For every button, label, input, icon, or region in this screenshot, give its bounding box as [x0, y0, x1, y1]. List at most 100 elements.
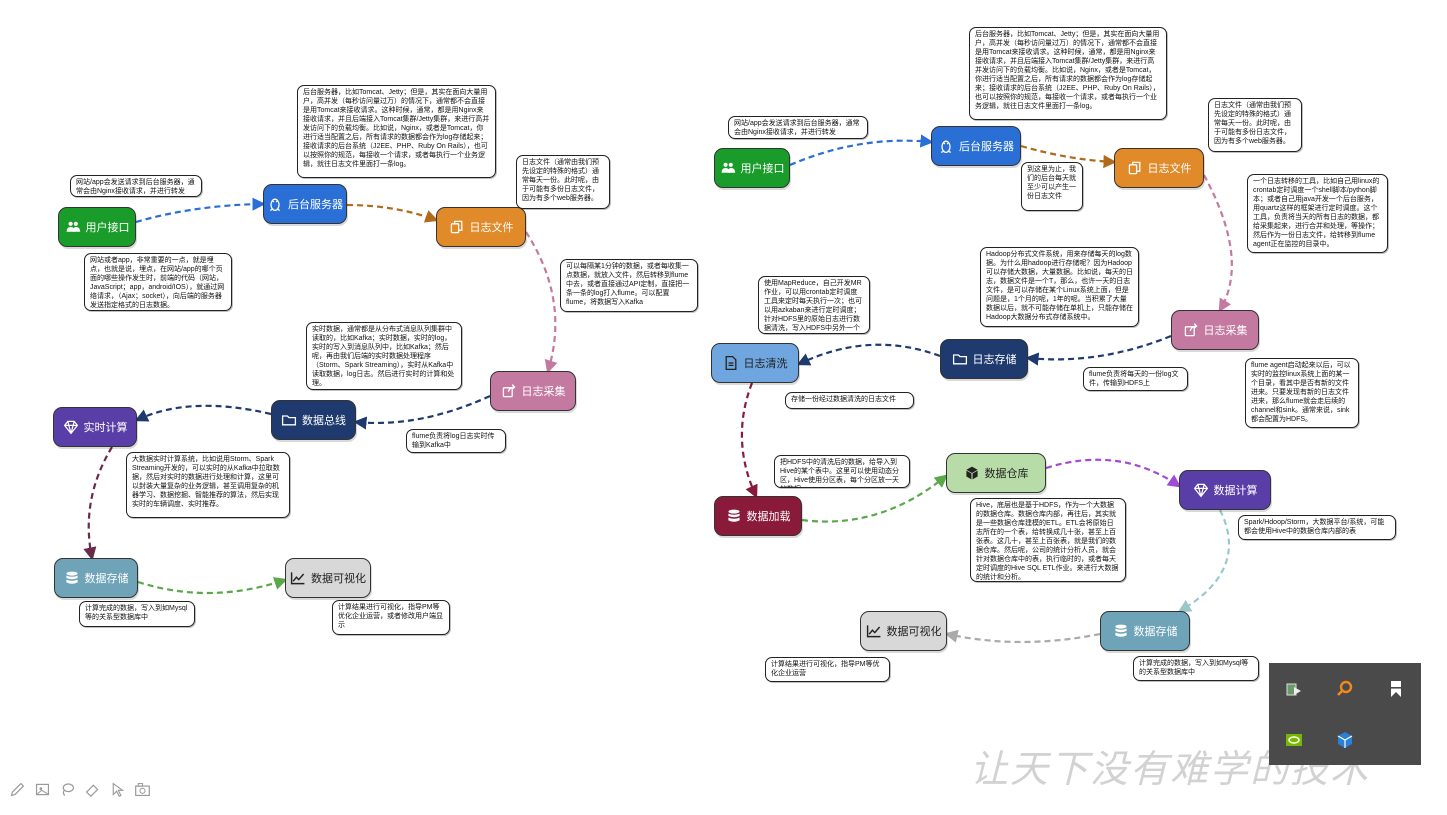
node-right-data-loading[interactable]: 数据加载 — [714, 496, 802, 536]
node-label: 日志采集 — [1203, 325, 1248, 337]
node-label: 用户接口 — [740, 163, 785, 175]
diamond-icon — [1193, 482, 1209, 498]
node-label: 后台服务器 — [959, 141, 1014, 153]
linux-icon — [938, 138, 954, 154]
nvidia-icon[interactable] — [1269, 714, 1320, 765]
node-right-data-compute[interactable]: 数据计算 — [1179, 470, 1271, 510]
search-icon[interactable] — [1320, 663, 1371, 714]
lasso-icon[interactable] — [58, 780, 76, 798]
flow-edge — [944, 629, 1101, 644]
copy-icon — [1127, 160, 1143, 176]
tray-empty-slot — [1370, 714, 1421, 765]
chart-line-icon — [290, 570, 306, 586]
annotation-toolbar — [8, 780, 151, 798]
database-icon — [64, 570, 80, 586]
node-label: 数据加载 — [746, 511, 791, 523]
flow-edge — [137, 577, 288, 595]
node-right-user-interface[interactable]: 用户接口 — [714, 148, 790, 188]
flow-edge — [134, 404, 272, 422]
note-right-cleaned-log: 存储一份经过数据清洗的日志文件 — [785, 392, 914, 409]
database-icon — [726, 508, 742, 524]
note-right-request-forward: 网站/app会发送请求到后台服务器，通常会由Nginx接收请求，并进行转发 — [728, 116, 868, 139]
flow-edge — [789, 134, 934, 167]
share-icon — [501, 383, 517, 399]
note-right-platform: Spark/Hdoop/Storm，大数据平台/系统，可能都会使用Hive中的数… — [1238, 515, 1396, 540]
node-label: 日志清洗 — [743, 358, 788, 370]
note-right-flume-hdfs: flume负责将每天的一份log文件，传输到HDFS上 — [1083, 367, 1188, 391]
note-left-backend-server: 后台服务器，比如Tomcat、Jetty；但是，其实在面向大量用户，高并发（每秒… — [297, 85, 496, 178]
diamond-icon — [63, 419, 79, 435]
flow-edge — [796, 343, 941, 366]
flow-edge — [135, 197, 266, 224]
node-label: 数据存储 — [84, 573, 129, 585]
note-right-log-file: 日志文件（通常由我们预先设定的特殊的格式）通常每天一份。此时呢，由于可能有多份日… — [1208, 98, 1302, 152]
node-right-data-warehouse[interactable]: 数据仓库 — [946, 453, 1046, 493]
pencil-icon[interactable] — [8, 780, 26, 798]
note-left-tracking-points: 网站或者app，非常重要的一点，就是埋点，也就是说，埋点，在网站/app的哪个页… — [84, 253, 232, 311]
node-label: 实时计算 — [83, 422, 128, 434]
flow-edge — [525, 231, 558, 374]
media-icon[interactable] — [1269, 663, 1320, 714]
node-right-log-file[interactable]: 日志文件 — [1114, 148, 1204, 188]
share-icon — [1183, 322, 1199, 338]
cursor-icon[interactable] — [108, 780, 126, 798]
node-label: 日志文件 — [469, 222, 514, 234]
flow-edge — [1045, 458, 1182, 488]
node-right-data-storage[interactable]: 数据存储 — [1100, 611, 1190, 651]
image-icon[interactable] — [33, 780, 51, 798]
flow-edge — [740, 382, 758, 499]
node-right-log-storage[interactable]: 日志存储 — [940, 339, 1028, 379]
chart-line-icon — [866, 623, 882, 639]
flow-edge — [1025, 334, 1172, 366]
node-left-log-file[interactable]: 日志文件 — [436, 207, 526, 247]
note-left-visualization: 计算结果进行可视化，指导PM等优化企业运营，或者修改用户端显示 — [332, 600, 450, 635]
note-left-log-file: 日志文件（通常由我们预先设定的特殊的格式）通常每天一份。此时呢，由于可能有多份日… — [516, 155, 610, 209]
node-left-data-visualization[interactable]: 数据可视化 — [285, 558, 371, 598]
eraser-icon[interactable] — [83, 780, 101, 798]
node-right-log-collection[interactable]: 日志采集 — [1171, 310, 1259, 350]
node-left-backend-server[interactable]: 后台服务器 — [263, 184, 347, 224]
cube-icon[interactable] — [1320, 714, 1371, 765]
flow-edge — [83, 446, 113, 561]
copy-icon — [449, 219, 465, 235]
system-tray-overflow — [1269, 663, 1421, 765]
camera-icon[interactable] — [133, 780, 151, 798]
node-label: 数据计算 — [1213, 485, 1258, 497]
users-icon — [65, 219, 81, 235]
node-label: 数据存储 — [1133, 626, 1178, 638]
node-label: 日志采集 — [521, 386, 566, 398]
note-right-hadoop: Hadoop分布式文件系统，用来存储每天的log数据。为什么用hadoop进行存… — [980, 247, 1139, 327]
cube-icon — [964, 465, 980, 481]
node-right-backend-server[interactable]: 后台服务器 — [931, 126, 1021, 166]
node-right-log-cleaning[interactable]: 日志清洗 — [711, 343, 799, 383]
node-label: 日志存储 — [972, 354, 1017, 366]
node-right-data-visualization[interactable]: 数据可视化 — [860, 611, 947, 651]
folder-icon — [952, 351, 968, 367]
node-left-data-bus[interactable]: 数据总线 — [271, 400, 356, 440]
note-left-request-forward: 网站/app会发送请求到后台服务器，通常会由Nginx接收请求，并进行转发 — [70, 175, 202, 197]
node-left-realtime-compute[interactable]: 实时计算 — [53, 407, 137, 447]
note-left-mysql: 计算完成的数据，写入到如Mysql等的关系型数据库中 — [79, 601, 195, 627]
note-right-backend-server: 后台服务器，比如Tomcat、Jetty；但是，其实在面向大量用户，高并发（每秒… — [969, 27, 1167, 120]
note-right-hive-load: 把HDFS中的清洗后的数据，给导入到Hive的某个表中。这里可以使用动态分区，H… — [774, 455, 910, 488]
node-label: 后台服务器 — [288, 199, 343, 211]
node-left-data-storage[interactable]: 数据存储 — [54, 558, 138, 598]
note-left-flume-collect: 可以每隔某1分钟的数据，或者每收集一点数据，就放入文件，然后转移到flume中去… — [560, 259, 698, 312]
bookmark-icon[interactable] — [1370, 663, 1421, 714]
note-right-mysql: 计算完成的数据，写入到如Mysql等的关系型数据库中 — [1133, 656, 1259, 681]
flow-edge — [1020, 144, 1117, 169]
flow-edge — [1177, 509, 1230, 613]
node-left-user-interface[interactable]: 用户接口 — [58, 207, 136, 247]
node-label: 日志文件 — [1147, 163, 1192, 175]
note-right-mapreduce: 使用MapReduce，自己开发MR作业，可以用crontab定时调度工具来定时… — [758, 276, 870, 334]
database-icon — [1113, 623, 1129, 639]
flow-edge — [346, 203, 439, 223]
note-left-flume-kafka: flume负责将log日志实时传输到Kafka中 — [406, 429, 506, 453]
note-right-visualization: 计算结果进行可视化，指导PM等优化企业运营 — [765, 657, 890, 682]
node-left-log-collection[interactable]: 日志采集 — [490, 371, 576, 411]
node-label: 数据总线 — [302, 415, 346, 427]
note-right-flume-agent: flume agent启动起来以后，可以实时的监控linux系统上面的某一个目录… — [1245, 358, 1359, 428]
users-icon — [720, 160, 736, 176]
node-label: 用户接口 — [85, 222, 130, 234]
